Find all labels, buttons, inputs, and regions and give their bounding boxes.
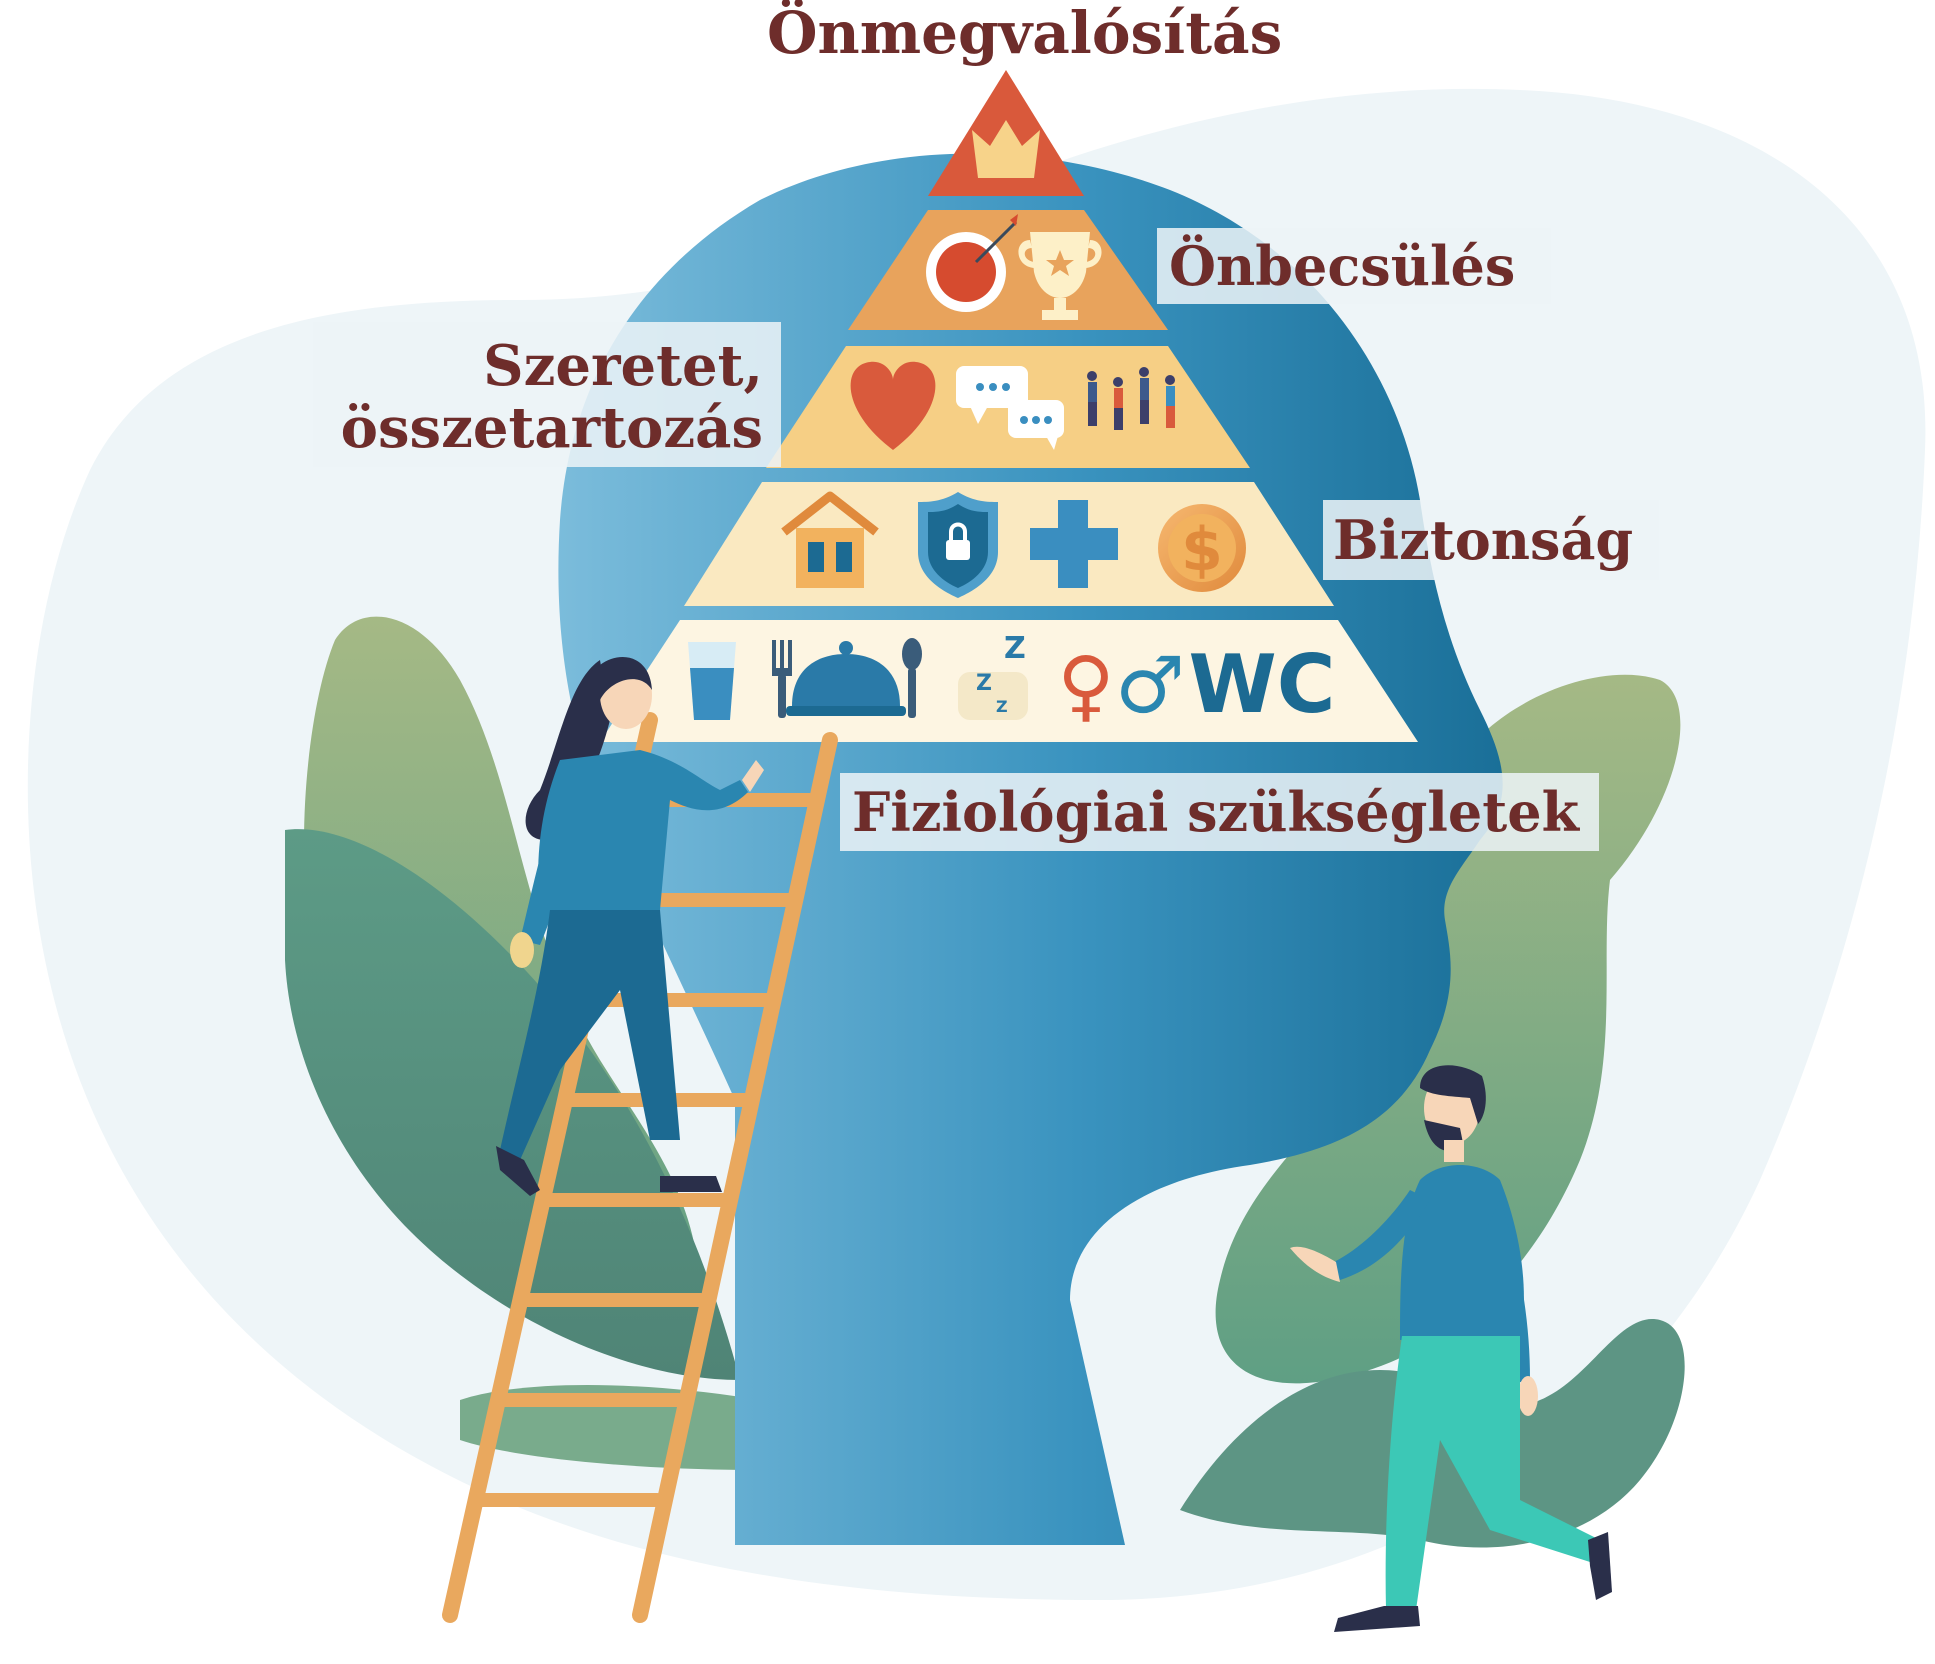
sleep-z-small: Z [996,697,1008,716]
wc-icon: WC [1189,638,1336,731]
heart-icon [850,361,936,450]
shield-lock-icon [918,492,998,598]
sleep-pillow-icon: Z Z Z [958,631,1028,720]
man-walking-figure [1290,1065,1612,1632]
label-esteem: Önbecsülés [1157,228,1552,304]
woman-climbing-figure [496,657,764,1196]
label-love-line1: Szeretet, [483,333,763,399]
sleep-z-medium: Z [976,671,992,696]
sleep-z-large: Z [1004,631,1026,666]
label-safety: Biztonság [1323,500,1660,580]
spoon-icon [902,638,922,718]
label-self-actualization: Önmegvalósítás [767,0,1283,67]
label-love-belonging: Szeretet, összetartozás [313,322,781,468]
trophy-icon [1018,232,1102,320]
label-physiological-needs: Fiziológiai szükségletek [840,773,1599,851]
water-glass-icon [688,642,736,720]
house-icon [781,491,879,588]
male-symbol-icon: ♂ [1115,641,1185,731]
crown-icon [972,120,1040,178]
dollar-coin-icon: $ [1158,504,1246,592]
food-cloche-icon [786,641,906,716]
chat-bubbles-icon [956,366,1064,450]
medical-cross-icon [1030,500,1118,588]
fork-icon [772,640,792,718]
label-love-line2: összetartozás [340,394,763,461]
female-symbol-icon: ♀ [1057,641,1114,731]
target-icon [926,214,1018,312]
group-of-people-icon [1087,367,1175,430]
leaf-right-large [1215,674,1681,1384]
svg-text:$: $ [1181,515,1223,585]
